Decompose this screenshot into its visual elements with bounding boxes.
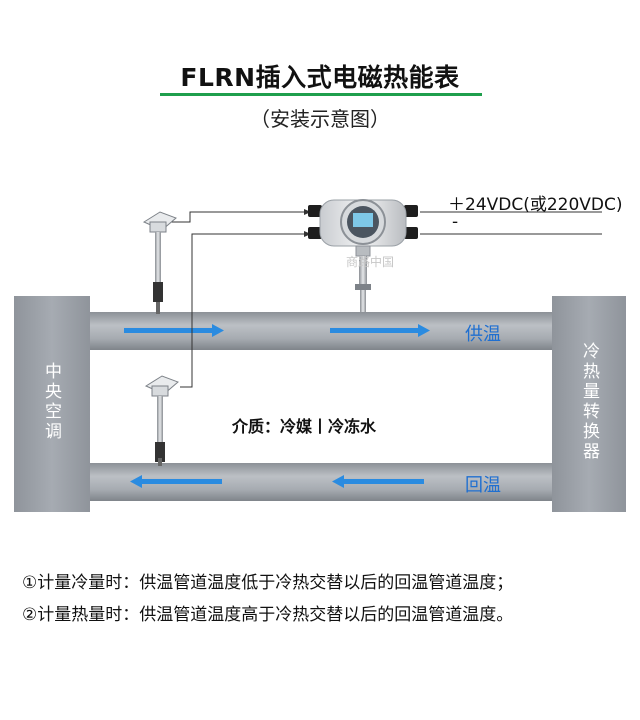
supply-label: 供温 [465, 324, 501, 345]
title-underline [160, 93, 482, 96]
supply-sensor-wire [170, 211, 304, 223]
heat-meter [308, 199, 418, 312]
supply-temperature-sensor [142, 211, 177, 314]
watermark: 商路中国 [346, 254, 394, 269]
converter-label: 冷热量转换器 [579, 342, 599, 462]
page-title: FLRN插入式电磁热能表 [180, 63, 460, 92]
supply-flow-arrow [330, 324, 430, 337]
return-temperature-sensor [144, 375, 179, 466]
medium-label: 介质：冷媒丨冷冻水 [232, 417, 377, 436]
central-ac-unit [14, 296, 90, 512]
power-positive-label: ＋24VDC(或220VDC) [448, 195, 623, 215]
return-sensor-wire [180, 233, 304, 388]
note-cooling: ①计量冷量时：供温管道温度低于冷热交替以后的回温管道温度； [22, 573, 514, 593]
return-label: 回温 [465, 475, 501, 496]
supply-flow-arrow [124, 324, 224, 337]
note-heating: ②计量热量时：供温管道温度高于冷热交替以后的回温管道温度。 [22, 605, 514, 625]
return-flow-arrow [130, 475, 222, 488]
converter-unit [552, 296, 626, 512]
return-flow-arrow [332, 475, 424, 488]
central-ac-label: 中央空调 [41, 362, 61, 442]
page-subtitle: （安装示意图） [250, 107, 390, 131]
power-negative-label: - [452, 212, 459, 232]
